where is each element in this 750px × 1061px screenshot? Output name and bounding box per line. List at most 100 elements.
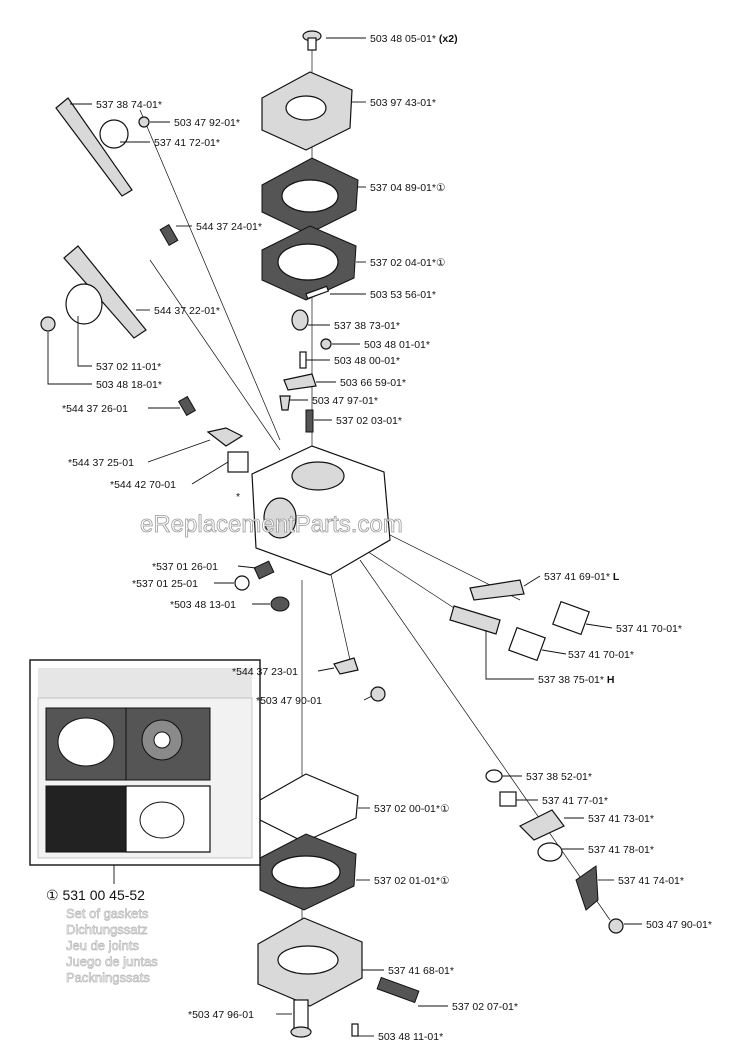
leader-lines: [47, 37, 642, 1037]
carburetor-bore-part: [263, 497, 297, 539]
lever-part: [333, 657, 359, 675]
label-lever-screw: *503 47 90-01: [256, 695, 322, 707]
metering-diaphragm-part: [259, 773, 359, 843]
label-body-asterisk: *: [236, 491, 240, 503]
idle-screw-part: [608, 918, 624, 934]
axis-line-throttle: [139, 109, 281, 441]
small-screw-part: [320, 338, 332, 350]
label-needle-l-marker: L: [613, 571, 620, 583]
label-pump-gasket-marker: ①: [436, 257, 446, 269]
idle-bushing-part: [499, 791, 517, 807]
label-axle: 503 48 00-01*: [334, 355, 400, 367]
label-limiter-cap-h: 537 41 70-01*: [568, 649, 634, 661]
idle-lever-part: [518, 809, 565, 841]
label-bottom-screw: *503 47 96-01: [188, 1009, 254, 1021]
pump-gasket-hole: [277, 243, 339, 281]
check-spring-part: [253, 560, 275, 580]
label-idle-washer: 537 38 52-01*: [526, 771, 592, 783]
label-fuel-screw: 537 02 07-01*: [452, 1001, 518, 1013]
label-metering-cover: 537 41 68-01*: [388, 965, 454, 977]
label-kit-marker: ①: [46, 887, 59, 903]
label-spring: 537 02 03-01*: [336, 415, 402, 427]
kit-desc-en: Set of gaskets: [66, 906, 149, 921]
label-idle-screw: 503 47 90-01*: [646, 919, 712, 931]
axis-line-choke: [149, 259, 281, 451]
label-check-spring: *537 01 26-01: [152, 561, 218, 573]
svg-text:① 531 00 45-52: ① 531 00 45-52: [46, 887, 145, 903]
svg-text:537 41 69-01* L: 537 41 69-01* L: [544, 571, 620, 583]
idle-washer-part: [485, 769, 503, 783]
label-idle-lever: 537 41 73-01*: [588, 813, 654, 825]
kit-desc-sv: Packningssats: [66, 970, 150, 985]
label-choke-valve: 537 02 11-01*: [96, 361, 161, 373]
label-limiter-cap-l: 537 41 70-01*: [616, 623, 682, 635]
throttle-shaft-part: [55, 97, 133, 197]
label-metering-diaphragm-marker: ①: [440, 803, 450, 815]
label-filter-screen: *503 48 13-01: [170, 599, 236, 611]
label-inlet-lever: 503 66 59-01*: [340, 377, 406, 389]
label-kit-part-number: 531 00 45-52: [62, 887, 145, 903]
spring-part: [305, 409, 314, 433]
filter-screen-part: [270, 596, 290, 612]
throttle-screw-part: [138, 116, 150, 128]
inlet-needle-part: [291, 309, 309, 331]
label-throttle-screw: 503 47 92-01*: [174, 117, 240, 129]
label-needle-h: 537 38 75-01*: [538, 674, 604, 686]
label-idle-bushing: 537 41 77-01*: [542, 795, 608, 807]
label-throttle-spring: 544 37 24-01*: [196, 221, 262, 233]
label-idle-washer-2: 537 41 78-01*: [588, 844, 654, 856]
pump-cover-boss: [285, 95, 327, 121]
label-throttle-shaft: 537 38 74-01*: [96, 99, 162, 111]
inlet-lever-part: [283, 373, 317, 391]
choke-bushing-part: [227, 451, 249, 473]
throttle-valve-part: [99, 119, 129, 149]
label-plug: 503 48 11-01*: [378, 1031, 443, 1043]
plug-part: [351, 1023, 359, 1037]
label-needle-h-marker: H: [607, 674, 615, 686]
choke-detent-part: [206, 427, 244, 447]
choke-screw-part: [40, 316, 56, 332]
throttle-spring-part: [159, 224, 179, 246]
svg-text:537 38 75-01* H: 537 38 75-01* H: [538, 674, 615, 686]
label-pump-diaphragm: 537 04 89-01*: [370, 182, 436, 194]
watermark-text: eReplacementParts.com: [140, 511, 403, 538]
carburetor-chamber-part: [291, 461, 345, 491]
label-screw-small: 503 48 01-01*: [364, 339, 430, 351]
svg-text:537 02 01-01*①: 537 02 01-01*①: [374, 875, 450, 887]
limiter-cap-h-part: [508, 626, 546, 662]
label-pump-cover: 503 97 43-01*: [370, 97, 436, 109]
label-inlet-needle: 537 38 73-01*: [334, 320, 400, 332]
limiter-cap-l-part: [552, 600, 590, 636]
check-ball-part: [234, 575, 250, 591]
idle-arm-part: [575, 865, 599, 911]
kit-desc-fr: Jeu de joints: [66, 938, 139, 953]
kit-diaphragm-2: [45, 785, 133, 853]
svg-text:537 02 00-01*①: 537 02 00-01*①: [374, 803, 450, 815]
metering-cover-chamber: [277, 945, 339, 975]
axis-line-idle: [359, 559, 611, 921]
label-throttle-valve: 537 41 72-01*: [154, 137, 220, 149]
part-labels: 503 48 05-01* (x2) 503 97 43-01* 537 04 …: [46, 33, 712, 1043]
bottom-screw-part: [293, 999, 309, 1031]
svg-text:503 48 05-01* (x2): 503 48 05-01* (x2): [370, 33, 458, 45]
axle-part: [299, 351, 307, 369]
label-choke-bushing: *544 42 70-01: [110, 479, 176, 491]
lever-screw-part: [370, 686, 386, 702]
label-check-ball: *537 01 25-01: [132, 578, 198, 590]
pin-part: [305, 285, 330, 300]
label-screw-top-qty: (x2): [439, 33, 458, 45]
label-idle-arm: 537 41 74-01*: [618, 875, 684, 887]
svg-text:537 02 04-01*①: 537 02 04-01*①: [370, 257, 446, 269]
choke-shaft-part: [63, 245, 147, 339]
needle-l-part: [469, 579, 525, 601]
label-lever: *544 37 23-01: [232, 666, 298, 678]
label-metering-gasket-marker: ①: [440, 875, 450, 887]
axis-line-lever: [329, 569, 351, 661]
label-screw-top: 503 48 05-01*: [370, 33, 436, 45]
svg-text:537 04 89-01*①: 537 04 89-01*①: [370, 182, 446, 194]
choke-spring-part: [177, 395, 197, 417]
kit-desc-de: Dichtungssatz: [66, 922, 148, 937]
label-pin: 503 53 56-01*: [370, 289, 436, 301]
